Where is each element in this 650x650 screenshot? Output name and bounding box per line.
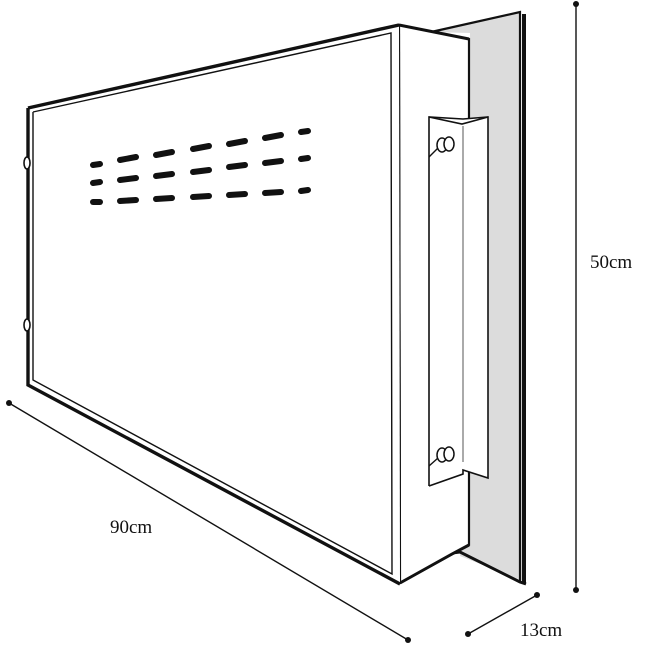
vent-slots bbox=[90, 128, 311, 205]
hinge-knob-bottom-icon bbox=[23, 318, 31, 332]
dimension-depth-line bbox=[465, 592, 540, 637]
mounting-bracket bbox=[428, 116, 489, 488]
dimension-width-line bbox=[6, 400, 411, 643]
depth-dimension-label: 13cm bbox=[520, 620, 563, 641]
width-dimension-label: 90cm bbox=[110, 517, 153, 538]
bolt-top-icon bbox=[428, 136, 455, 158]
dimension-height-line bbox=[573, 1, 579, 593]
hinge-knob-top-icon bbox=[23, 156, 31, 170]
bolt-bottom-icon bbox=[428, 446, 455, 467]
box-front-face bbox=[23, 23, 401, 586]
height-dimension-label: 50cm bbox=[590, 252, 633, 273]
